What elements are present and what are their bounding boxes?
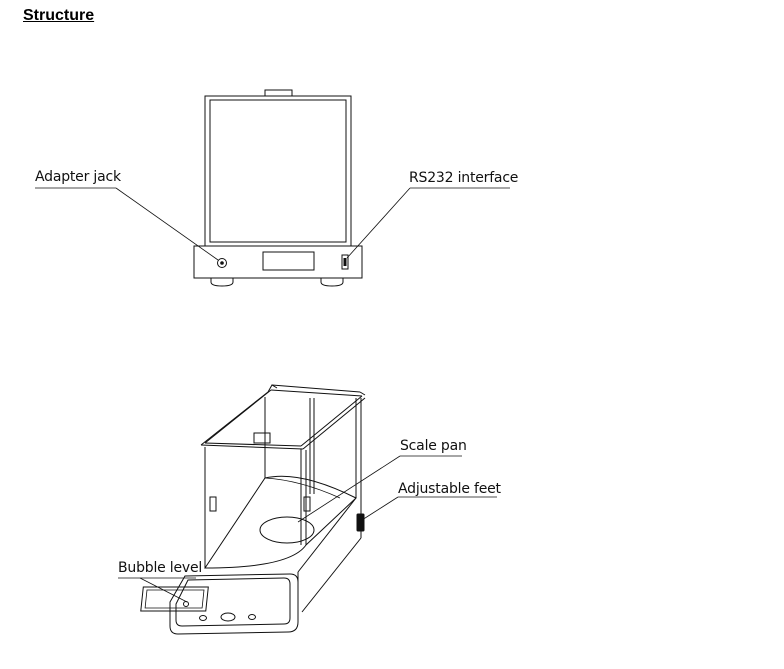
top-frame-front-inner <box>204 442 302 447</box>
adapter-jack-pin <box>220 261 224 265</box>
adjustable-foot <box>356 513 365 532</box>
rs232-port <box>341 254 349 270</box>
bubble-level <box>183 601 189 607</box>
top-frame-back-corner <box>359 391 366 396</box>
top-frame-right-edge <box>300 395 363 447</box>
adapter-jack-leader <box>115 187 219 261</box>
top-frame-front-edge <box>200 444 304 450</box>
top-frame-right-outer <box>302 397 366 450</box>
top-front-tab <box>253 432 271 444</box>
button-left <box>199 615 207 621</box>
lcd-display <box>140 586 209 612</box>
door-knob-right <box>303 496 311 512</box>
scale-pan <box>259 516 315 544</box>
body-bottom-right-edge <box>301 537 362 613</box>
body-top-right-edge <box>297 497 357 573</box>
rear-panel-window <box>262 251 315 271</box>
rs232-port-pins <box>343 258 347 266</box>
chamber-floor-curve <box>264 477 341 499</box>
lcd-display-inner <box>144 589 205 609</box>
glass-enclosure <box>204 95 352 247</box>
rs232-leader <box>346 187 411 259</box>
top-frame-left-outer <box>200 391 269 446</box>
adapter-jack-port <box>217 258 227 268</box>
button-center <box>220 612 236 622</box>
control-panel <box>169 573 299 635</box>
base-body <box>193 245 363 279</box>
top-frame-back-inner <box>270 389 363 397</box>
top-frame-back-edge <box>271 384 361 393</box>
scale-pan-label: Scale pan <box>400 438 467 454</box>
foot-left <box>210 278 234 287</box>
button-right <box>248 614 256 620</box>
bubble-level-label: Bubble level <box>118 560 203 576</box>
foot-right <box>320 278 344 287</box>
adjustable-feet-leader <box>361 496 399 521</box>
door-knob-left <box>209 496 217 512</box>
adjustable-feet-label: Adjustable feet <box>398 481 501 497</box>
page-title: Structure <box>23 7 95 24</box>
rs232-interface-label: RS232 interface <box>409 170 519 186</box>
rear-view-drawing <box>35 89 510 287</box>
perspective-view-drawing <box>118 384 497 635</box>
scale-pan-leader <box>297 455 401 523</box>
control-panel-inner <box>175 577 291 627</box>
glass-panel <box>209 99 347 243</box>
door-handle <box>264 89 293 97</box>
adapter-jack-label: Adapter jack <box>35 169 121 185</box>
bubble-level-leader <box>139 577 188 603</box>
chamber-floor <box>204 475 357 569</box>
